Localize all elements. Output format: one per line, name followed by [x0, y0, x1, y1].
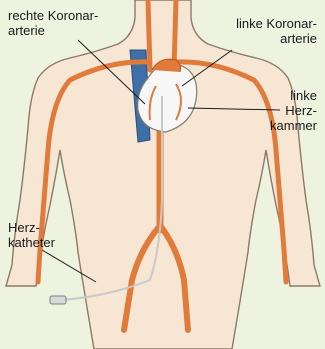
- label-left-coronary-artery: linke Koronar- arterie: [236, 16, 317, 46]
- label-left-ventricle: linke Herz- kammer: [270, 88, 317, 133]
- label-heart-catheter: Herz- katheter: [8, 220, 55, 250]
- label-right-coronary-artery: rechte Koronar- arterie: [8, 8, 98, 38]
